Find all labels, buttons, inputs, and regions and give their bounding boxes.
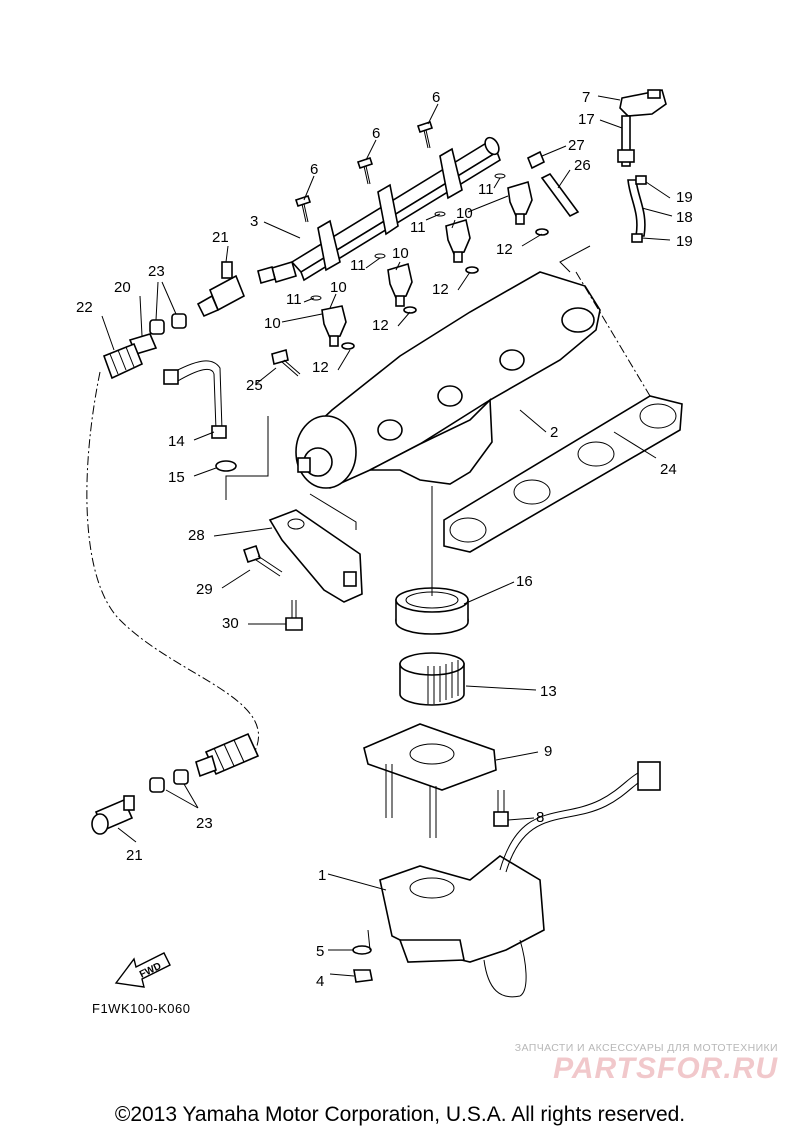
callout-6c: 6 [432, 89, 440, 106]
vacuum-hose [627, 179, 646, 237]
callout-5: 5 [316, 943, 324, 960]
callout-10b: 10 [330, 279, 347, 296]
screen-filter [399, 652, 465, 706]
rail-bolt [294, 194, 312, 223]
callout-19a: 19 [676, 189, 693, 206]
washer [352, 945, 372, 955]
callout-8: 8 [536, 809, 544, 826]
callout-23a: 23 [148, 263, 165, 280]
watermark-brand: PARTSFOR.RU [553, 1052, 778, 1085]
watermark: ЗАПЧАСТИ И АКСЕССУАРЫ ДЛЯ МОТОТЕХНИКИ PA… [478, 1042, 778, 1086]
spacer-plate [363, 723, 497, 838]
wire-harness [499, 761, 661, 873]
sensor-screw [526, 150, 546, 170]
callout-12c: 12 [432, 281, 449, 298]
hose-clamp [149, 769, 189, 793]
forward-arrow-icon: FWD [112, 945, 176, 991]
quick-connector [91, 795, 135, 835]
fuel-injector [374, 253, 417, 314]
callout-11d: 11 [478, 181, 494, 198]
hose-clip [631, 233, 643, 243]
callout-17: 17 [578, 111, 595, 128]
quick-connector [196, 261, 246, 318]
hose-clamp [149, 313, 187, 335]
callout-12a: 12 [312, 359, 329, 376]
sensor-pipe [617, 115, 635, 167]
pressure-sensor [619, 89, 667, 117]
callout-28: 28 [188, 527, 205, 544]
callout-6a: 6 [310, 161, 318, 178]
bracket [268, 509, 363, 603]
callout-10d: 10 [456, 205, 473, 222]
intake-manifold [295, 271, 601, 489]
callout-leaders [101, 95, 673, 977]
fuel-hose-fitting [195, 754, 217, 778]
callout-12d: 12 [496, 241, 513, 258]
callout-16: 16 [516, 573, 533, 590]
rail-bolt [416, 120, 434, 149]
spacer-bolt [493, 790, 509, 827]
callout-1: 1 [318, 867, 326, 884]
callout-labels: 1 2 3 4 5 6 6 6 7 8 9 10 10 10 10 11 11 … [76, 89, 693, 990]
callout-21a: 21 [212, 229, 229, 246]
nut [353, 969, 373, 983]
callout-24: 24 [660, 461, 677, 478]
callout-18: 18 [676, 209, 693, 226]
ring-seal [395, 587, 469, 635]
fuel-hose-route [86, 371, 259, 761]
callout-20: 20 [114, 279, 131, 296]
copyright-footer: ©2013 Yamaha Motor Corporation, U.S.A. A… [114, 1103, 686, 1126]
fuel-rail [257, 136, 501, 284]
callout-30: 30 [222, 615, 239, 632]
callout-15: 15 [168, 469, 185, 486]
callout-3: 3 [250, 213, 258, 230]
callout-10c: 10 [392, 245, 409, 262]
callout-21b: 21 [126, 847, 143, 864]
callout-25: 25 [246, 377, 263, 394]
callout-14: 14 [168, 433, 185, 450]
bracket-bolt [242, 544, 283, 577]
rail-bolt [356, 156, 374, 185]
callout-7: 7 [582, 89, 590, 106]
drawing-code: F1WK100-K060 [92, 1001, 191, 1016]
callout-29: 29 [196, 581, 213, 598]
bracket-bolt [285, 600, 303, 631]
callout-12b: 12 [372, 317, 389, 334]
watermark-tagline: ЗАПЧАСТИ И АКСЕССУАРЫ ДЛЯ МОТОТЕХНИКИ [514, 1042, 778, 1054]
throttle-body [379, 855, 545, 998]
assembly-guides [225, 245, 651, 951]
callout-13: 13 [540, 683, 557, 700]
hose-clip [635, 175, 647, 185]
callout-11b: 11 [350, 257, 366, 274]
manifold-gasket [443, 395, 683, 553]
callout-11c: 11 [410, 219, 426, 236]
callout-23b: 23 [196, 815, 213, 832]
fuel-injector [494, 173, 549, 236]
callout-9: 9 [544, 743, 552, 760]
callout-26: 26 [574, 157, 591, 174]
fuel-injector [310, 295, 355, 350]
temperature-sensor [163, 360, 237, 472]
protector-sheath [102, 342, 144, 380]
callout-22: 22 [76, 299, 93, 316]
callout-10a: 10 [264, 315, 281, 332]
callout-27: 27 [568, 137, 585, 154]
stud-bolt [540, 172, 580, 218]
callout-6b: 6 [372, 125, 380, 142]
callout-2: 2 [550, 424, 558, 441]
callout-4: 4 [316, 973, 324, 990]
fuel-injector [434, 211, 479, 274]
manifold-bolt [271, 348, 301, 377]
callout-19b: 19 [676, 233, 693, 250]
callout-11a: 11 [286, 291, 302, 308]
